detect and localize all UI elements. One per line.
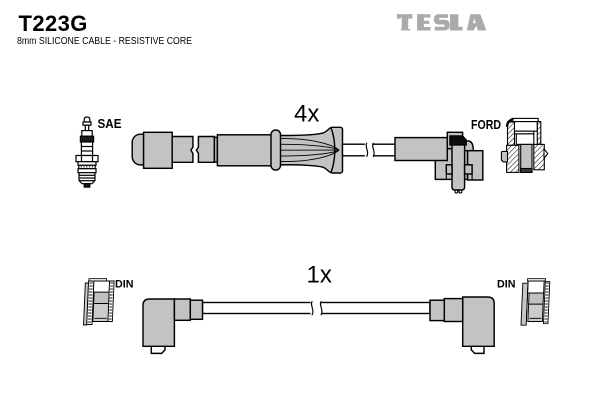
svg-text:4x: 4x: [294, 101, 319, 128]
svg-text:DIN: DIN: [497, 279, 516, 291]
svg-text:1x: 1x: [307, 262, 332, 289]
svg-text:8mm SILICONE CABLE - RESISTIVE: 8mm SILICONE CABLE - RESISTIVE CORE: [17, 36, 192, 47]
svg-text:DIN: DIN: [115, 279, 134, 291]
svg-text:SAE: SAE: [98, 117, 122, 131]
svg-text:FORD: FORD: [471, 117, 501, 132]
svg-text:T223G: T223G: [19, 11, 88, 36]
